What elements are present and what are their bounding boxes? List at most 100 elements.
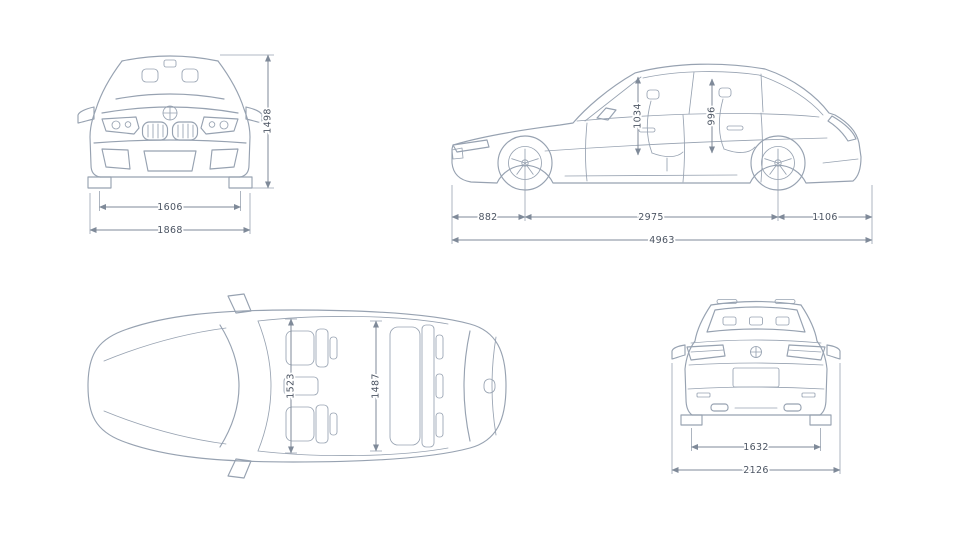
dim-label-front-track: 1606 (157, 202, 182, 213)
dimension-front-track: 1606 (99, 191, 241, 215)
a-pillar (584, 76, 642, 122)
door-cut-rear (760, 112, 763, 183)
dim-label-interior-width-front: 1523 (286, 373, 297, 398)
headlight-left (101, 116, 140, 135)
side-air-intake-right (209, 148, 239, 170)
rear-window (706, 306, 806, 333)
character-line (544, 137, 828, 152)
dim-label-body-width: 1868 (157, 225, 182, 236)
beltline (576, 113, 820, 122)
pillar-left (694, 304, 712, 342)
bmw-roundel-rear-icon (750, 346, 762, 358)
bmw-roundel-icon (162, 105, 178, 121)
antenna-fin (483, 378, 496, 394)
wheel-front-right (228, 176, 253, 189)
rear-view: 1632 2126 (671, 299, 841, 478)
body-side-right (217, 60, 251, 178)
mirror-rear-right (826, 344, 841, 360)
rear-window-top (463, 330, 471, 442)
dimension-lengths: 882 2975 1106 4963 (451, 166, 873, 248)
mirror-rear-left (671, 344, 686, 360)
taillight-left (686, 344, 726, 361)
tailgate-edge (491, 336, 497, 436)
dim-label-rear-track: 1632 (743, 442, 768, 453)
dimension-rear-headroom: 996 (705, 78, 719, 154)
tailgate-cut (688, 362, 824, 366)
roof-front-edge (257, 320, 272, 452)
c-pillar (760, 73, 764, 113)
dim-label-width-incl-mirrors: 2126 (743, 465, 768, 476)
headlight-right (200, 116, 239, 135)
kidney-grille (141, 121, 199, 141)
exhaust-right (783, 403, 802, 412)
headlight-side (452, 139, 490, 153)
dim-label-front-headroom: 1034 (633, 103, 644, 128)
dimension-body-width: 1868 (89, 193, 251, 238)
front-view-car-drawing (77, 55, 263, 189)
wheel-rear-left (680, 414, 703, 426)
beltline-rear (690, 339, 822, 344)
front-view: 1498 1606 1868 (77, 54, 275, 238)
dimension-rear-track: 1632 (691, 428, 821, 455)
body-side-left-rear (684, 340, 696, 416)
pillar-right (800, 304, 818, 342)
front-seats-top (283, 328, 338, 444)
body-side-right-rear (816, 340, 828, 416)
dim-label-rear-overhang: 1106 (812, 212, 837, 223)
door-cut-mid (682, 114, 685, 183)
dim-label-interior-width-rear: 1487 (371, 373, 382, 398)
side-view-car-drawing (451, 63, 862, 191)
dimension-front-headroom: 1034 (631, 76, 645, 156)
dim-label-overall-length: 4963 (649, 235, 674, 246)
rear-headrests (722, 316, 790, 326)
license-plate (732, 367, 780, 388)
body-outline-top (87, 309, 507, 463)
mirror-top-right (227, 458, 252, 479)
taillight-side (827, 115, 857, 142)
kidney-grille-side (451, 147, 464, 160)
dim-label-rear-headroom: 996 (707, 106, 718, 125)
window-top-line (642, 71, 824, 116)
front-seat-silhouette (646, 89, 684, 172)
dimension-width-incl-mirrors: 2126 (671, 363, 841, 478)
headrests (141, 59, 199, 83)
roof-outline (121, 55, 219, 62)
dim-label-front-overhang: 882 (478, 212, 497, 223)
taillight-right (786, 344, 826, 361)
wheel-front-left (87, 176, 112, 189)
roof-side-edge-top (257, 315, 449, 325)
body-side-left (89, 60, 123, 178)
dim-label-overall-height: 1498 (263, 108, 274, 133)
roof-rail-right (774, 299, 796, 304)
mirror-right (245, 106, 263, 124)
rear-seat-silhouette (718, 87, 756, 153)
mirror-side (596, 107, 617, 121)
windshield-cowl (115, 93, 225, 100)
rear-view-car-drawing (671, 299, 841, 426)
reflector-left (696, 392, 711, 398)
side-air-intake-left (101, 148, 131, 170)
mirror-top-left (227, 293, 252, 314)
rear-bumper-crease (822, 158, 859, 164)
reflector-right (801, 392, 816, 398)
body-outline (451, 63, 862, 184)
dimension-interior-width-front: 1523 (284, 318, 298, 454)
door-cut-front (585, 122, 588, 182)
b-pillar (688, 71, 695, 115)
door-handle-rear (726, 125, 744, 131)
wheel-front (497, 135, 553, 191)
top-view-car-drawing (87, 293, 507, 479)
hood-crease-top-2 (103, 410, 227, 445)
mirror-left (77, 106, 95, 124)
bumper-crease (93, 139, 247, 144)
hood-crease-top-1 (103, 327, 227, 362)
top-view: 1523 1487 (87, 293, 507, 479)
dim-label-wheelbase: 2975 (638, 212, 663, 223)
center-air-intake (143, 150, 197, 172)
dimension-overall-height: 1498 (220, 54, 275, 189)
rocker-line (564, 174, 738, 177)
wheel-rear-right (809, 414, 832, 426)
exhaust-left (710, 403, 729, 412)
rear-bench-top (389, 324, 444, 448)
